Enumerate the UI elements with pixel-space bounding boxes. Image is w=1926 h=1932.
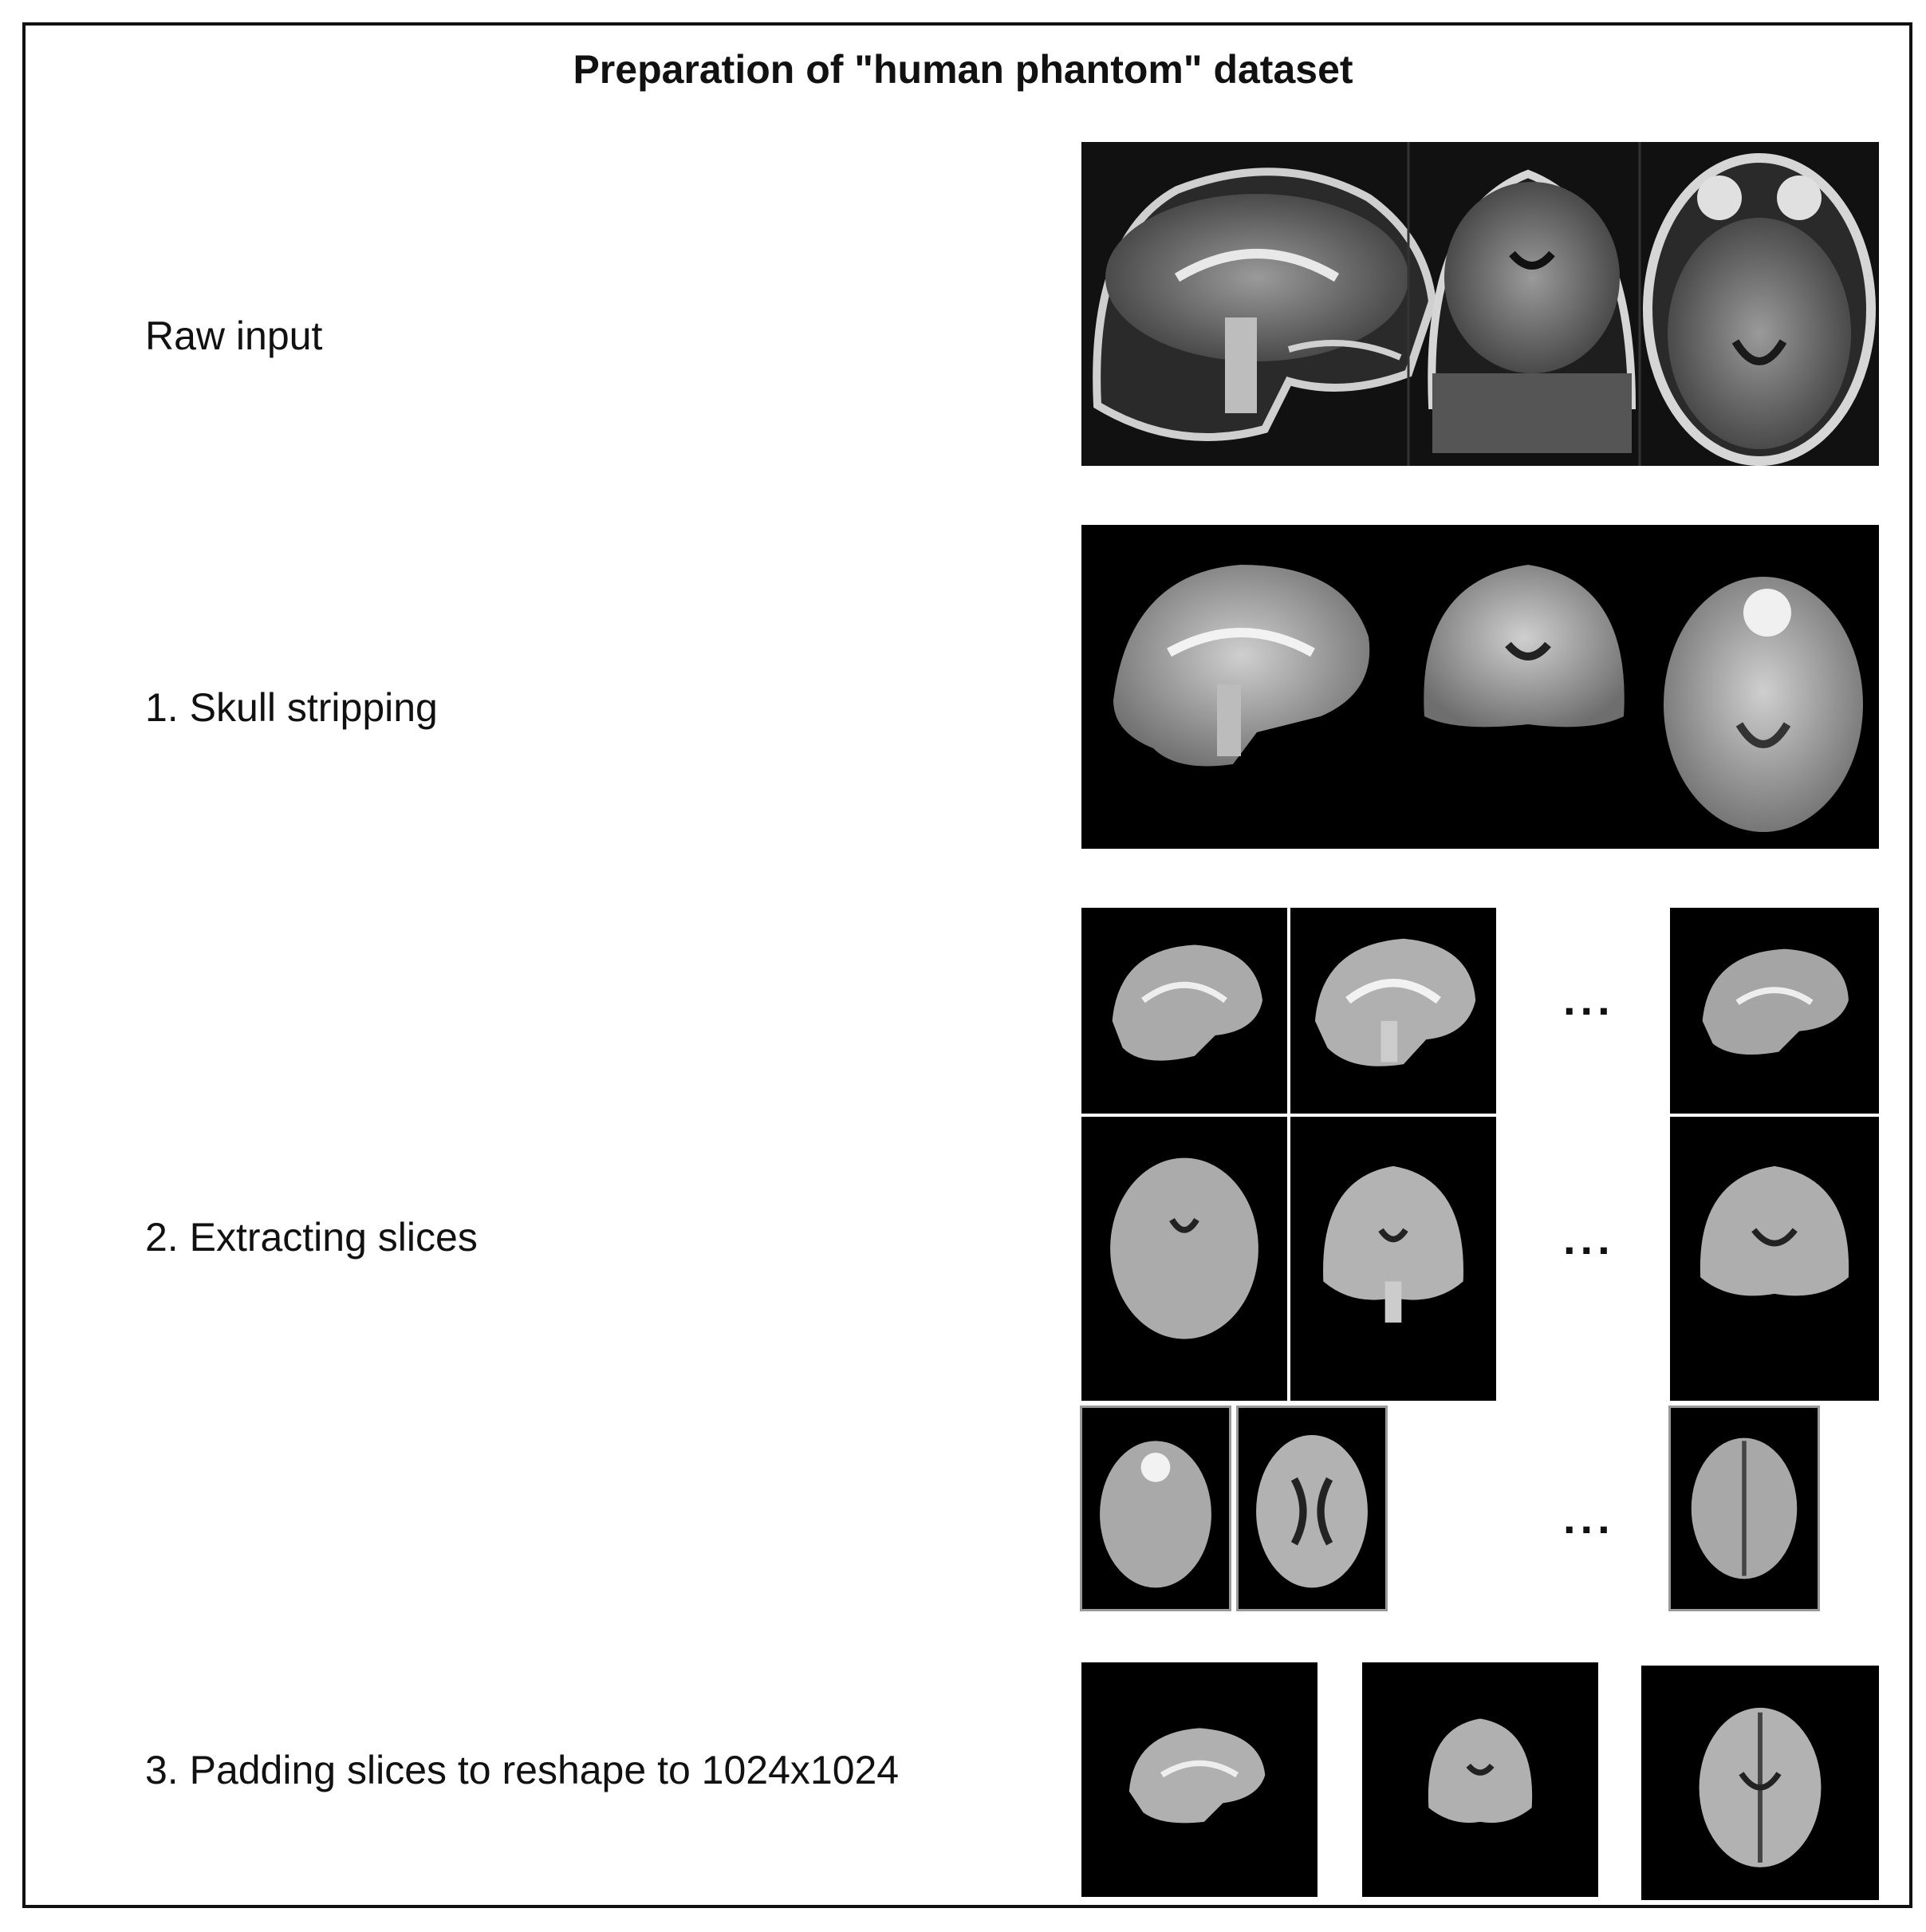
ellipsis-sagittal: ... — [1563, 974, 1615, 1024]
padded-sagittal-slice — [1081, 1662, 1317, 1897]
sagittal-slice-n — [1670, 908, 1879, 1114]
padded-axial-slice — [1641, 1666, 1879, 1900]
coronal-slice-1 — [1081, 1117, 1287, 1401]
sagittal-slice-1 — [1081, 908, 1287, 1114]
mri-sagittal-slice-icon — [1113, 565, 1370, 767]
step-label-extracting-slices: 2. Extracting slices — [145, 1215, 478, 1260]
skull-stripped-image — [1081, 525, 1879, 849]
axial-slice-1 — [1080, 1406, 1231, 1611]
mri-coronal-slice-icon — [1424, 565, 1625, 727]
mri-sagittal-slice-icon — [1093, 168, 1437, 441]
figure-frame — [22, 22, 1912, 1908]
axial-slice-2 — [1236, 1406, 1388, 1611]
step-label-raw-input: Raw input — [145, 313, 323, 358]
figure-title: Preparation of "human phantom" dataset — [573, 47, 1353, 92]
mri-coronal-slice-icon — [1428, 169, 1637, 453]
ellipsis-axial: ... — [1563, 1492, 1615, 1543]
raw-input-image — [1081, 142, 1879, 466]
step-label-padding-slices: 3. Padding slices to reshape to 1024x102… — [145, 1748, 900, 1792]
step-label-skull-stripping: 1. Skull stripping — [145, 685, 438, 730]
coronal-slice-n — [1670, 1117, 1879, 1401]
mri-axial-slice-icon — [1664, 577, 1863, 832]
axial-slice-n — [1668, 1406, 1820, 1611]
sagittal-slice-2 — [1290, 908, 1496, 1114]
coronal-slice-2 — [1290, 1117, 1496, 1401]
ellipsis-coronal: ... — [1563, 1213, 1615, 1264]
mri-axial-slice-icon — [1643, 153, 1876, 466]
padded-coronal-slice — [1362, 1662, 1598, 1897]
